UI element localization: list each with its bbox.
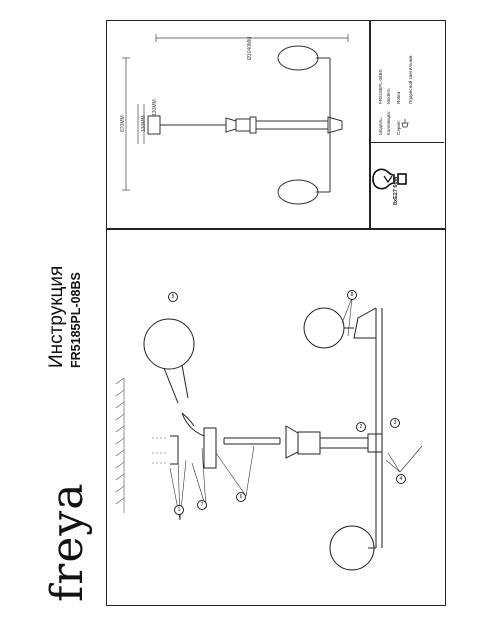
- step-callout-8: 8: [347, 290, 357, 300]
- pendant-type-icon: [401, 116, 409, 128]
- bulb-spec: 8xE27 60W: [393, 176, 399, 205]
- dimension-frame: [106, 20, 371, 230]
- spec-collection-label: Коллекция:: [386, 110, 391, 135]
- brand-logo: freya: [42, 482, 93, 602]
- step-callout-5: 5: [168, 292, 178, 302]
- step-callout-4: 4: [396, 474, 406, 484]
- spec-model-value: FR5185PL-08BS: [378, 69, 383, 104]
- spec-collection-value: Modern: [386, 88, 391, 104]
- dim-small: 130MM: [152, 99, 158, 116]
- step-callout-7: 7: [197, 500, 207, 510]
- spec-type-value: Подвесной светильник: [408, 55, 413, 104]
- step-callout-2: 2: [356, 422, 366, 432]
- spec-model-label: Модель:: [378, 117, 383, 135]
- dim-width: Ø1040MM: [247, 36, 253, 60]
- page-title: Инструкция: [46, 265, 67, 368]
- dim-min: 130MM: [141, 115, 147, 132]
- dimension-drawing: [122, 34, 349, 205]
- assembly-drawing: [115, 297, 423, 571]
- step-callout-1: 1: [174, 505, 184, 515]
- step-callout-6: 6: [236, 492, 246, 502]
- model-code: FR5185PL-08BS: [69, 272, 83, 368]
- dim-height: 870MM: [120, 115, 126, 132]
- spec-series-value: Rolea: [396, 91, 401, 104]
- step-callout-3: 3: [390, 418, 400, 428]
- bulb-icon: [372, 160, 412, 198]
- assembly-frame: [106, 228, 446, 606]
- spec-divider: [369, 142, 444, 143]
- spec-frame: [369, 20, 446, 230]
